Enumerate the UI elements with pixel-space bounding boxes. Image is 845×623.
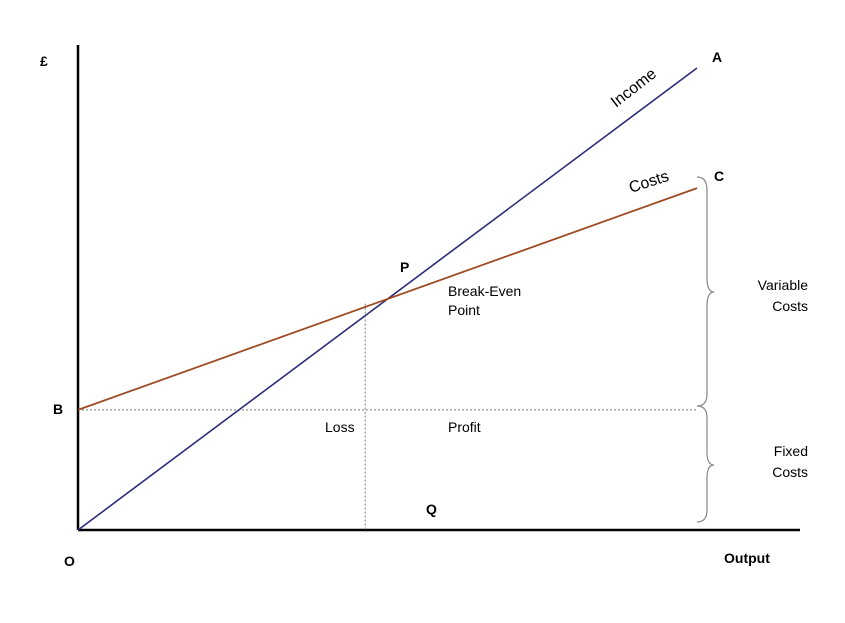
fixed-costs-label-line2: Costs	[772, 464, 808, 480]
costs-line	[77, 187, 698, 411]
point-c-label: C	[714, 168, 724, 184]
y-axis-label: £	[40, 53, 48, 69]
point-q-label: Q	[426, 501, 437, 517]
variable-costs-label-line1: Variable	[758, 277, 809, 293]
variable-costs-label-line2: Costs	[772, 298, 808, 314]
loss-region-label: Loss	[325, 419, 355, 435]
income-line-label: Income	[608, 65, 660, 111]
fixed-costs-label-line1: Fixed	[774, 443, 808, 459]
origin-label: O	[64, 553, 75, 569]
break-even-text-line2: Point	[448, 302, 480, 318]
variable-costs-brace	[696, 176, 715, 407]
break-even-text-line1: Break-Even	[448, 283, 521, 299]
costs-line-label: Costs	[627, 168, 671, 197]
point-p-label: P	[400, 259, 409, 275]
point-b-label: B	[53, 401, 63, 417]
profit-region-label: Profit	[448, 419, 481, 435]
x-axis-label: Output	[724, 550, 770, 566]
fixed-costs-brace	[696, 405, 715, 523]
point-a-label: A	[712, 49, 722, 65]
